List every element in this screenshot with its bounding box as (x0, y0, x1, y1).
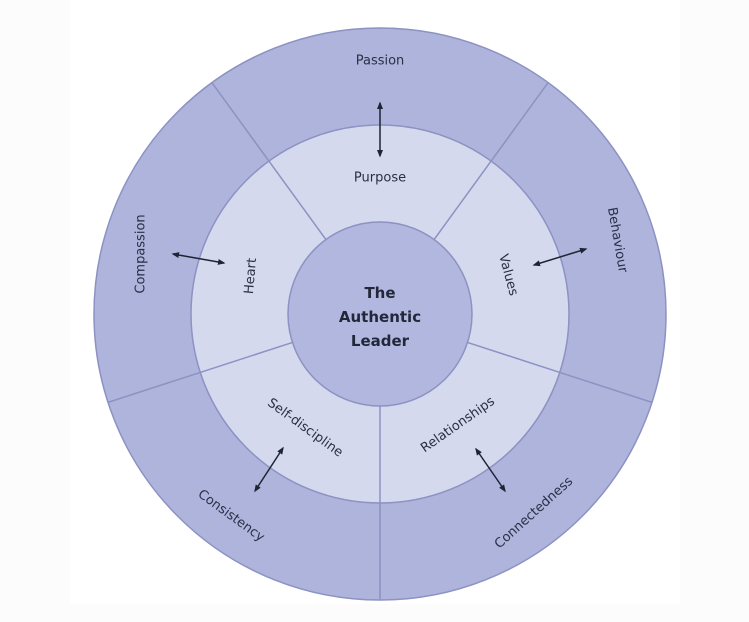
center-circle (287, 221, 473, 407)
middle-spoke-1 (467, 341, 560, 374)
inner-label-heart: Heart (242, 257, 260, 294)
outer-spoke-1 (559, 371, 653, 404)
middle-spoke-0 (433, 160, 492, 241)
center-title-line-1: The (364, 284, 395, 302)
center-title-line-3: Leader (351, 332, 410, 350)
center-title-line-2: Authentic (339, 308, 421, 326)
arrow-relationships-connectedness-icon (475, 447, 506, 493)
arrow-heart-compassion-icon (171, 252, 226, 265)
outer-spoke-3 (107, 371, 201, 404)
outer-spoke-4 (211, 82, 270, 162)
arrow-values-behaviour-icon (532, 247, 588, 267)
inner-label-purpose: Purpose (354, 171, 406, 186)
outer-spokes (107, 82, 653, 600)
arrow-self-discipline-consistency-icon (254, 446, 284, 493)
middle-spoke-4 (268, 160, 327, 241)
outer-label-passion: Passion (356, 54, 405, 69)
middle-spokes (200, 160, 560, 503)
outer-label-compassion: Compassion (134, 214, 149, 293)
middle-spoke-3 (200, 341, 293, 374)
outer-spoke-0 (490, 82, 549, 162)
